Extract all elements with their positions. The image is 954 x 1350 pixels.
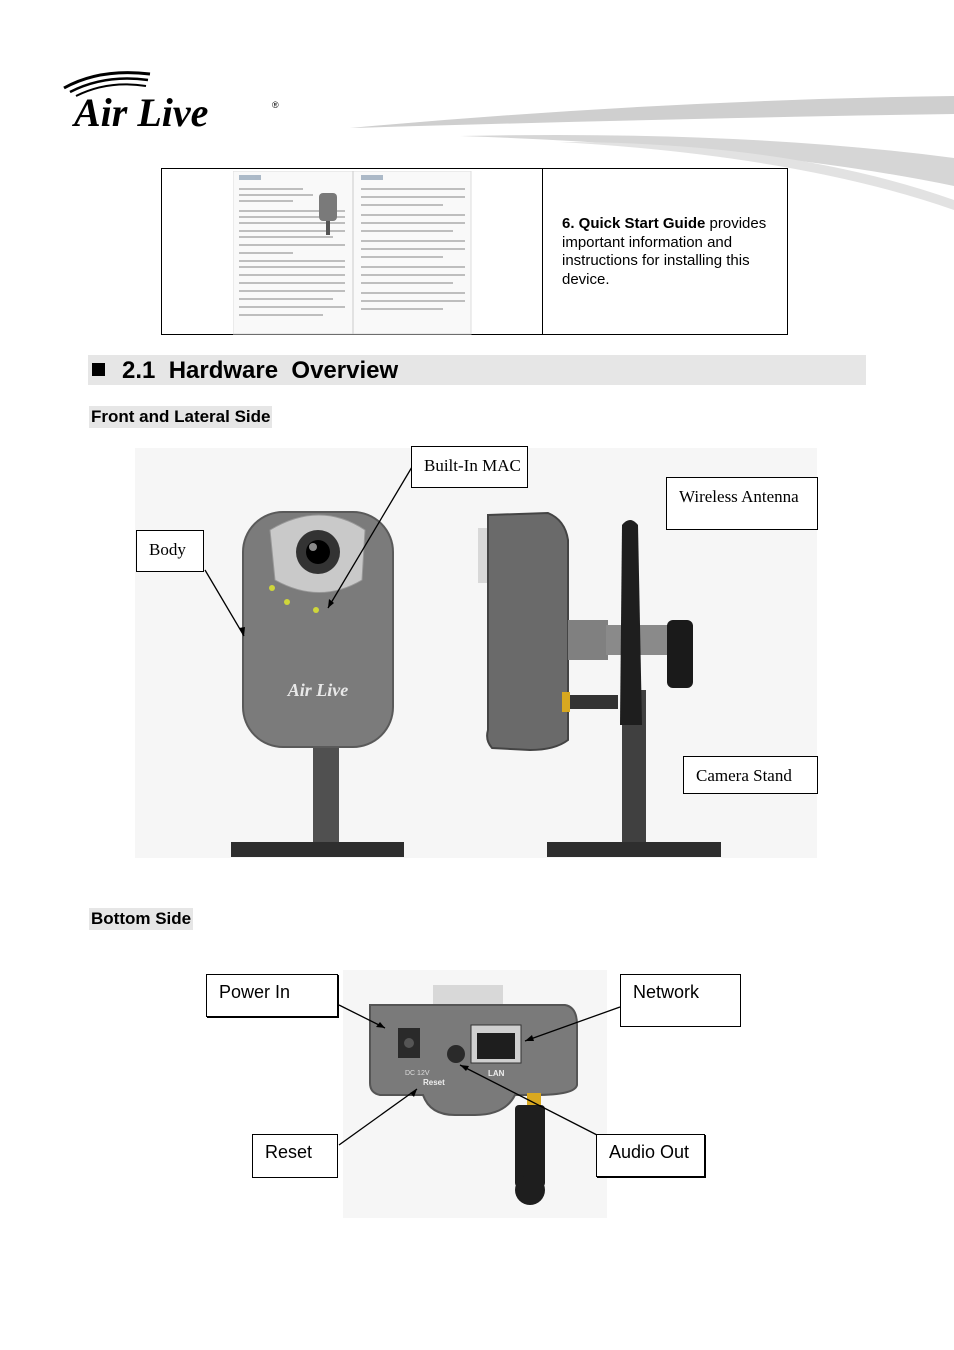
- power-in-leader: [338, 1004, 386, 1029]
- body-callout: Body: [136, 530, 204, 572]
- audio-out-callout: Audio Out: [596, 1134, 705, 1177]
- network-callout: Network: [620, 974, 741, 1027]
- bottom-side-illustration: DC 12V Reset LAN: [338, 970, 621, 1218]
- quick-start-guide-title: 6. Quick Start Guide: [562, 215, 706, 232]
- body-leader: [204, 569, 245, 637]
- airlive-logo: Air Live ®: [63, 71, 279, 135]
- square-bullet-icon: [92, 363, 105, 376]
- front-lateral-heading: Front and Lateral Side: [89, 406, 273, 428]
- svg-text:®: ®: [272, 100, 279, 110]
- reset-callout: Reset: [252, 1134, 338, 1178]
- reset-leader: [338, 1088, 418, 1146]
- header-swoosh: [350, 96, 954, 210]
- section-title: 2.1 Hardware Overview: [122, 357, 399, 384]
- audio-out-leader: [459, 1064, 598, 1136]
- svg-text:Air Live: Air Live: [71, 90, 208, 135]
- reset-port-label: Reset: [423, 1078, 445, 1087]
- table-divider: [542, 169, 543, 334]
- camera-brand-text: Air Live: [287, 680, 349, 700]
- camera-stand-callout: Camera Stand: [683, 756, 818, 794]
- built-in-mac-callout: Built-In MAC: [411, 446, 528, 488]
- camera-side-view: [478, 511, 721, 857]
- network-leader: [524, 1006, 621, 1042]
- dc-port-label: DC 12V: [405, 1070, 430, 1077]
- quick-start-guide-text: provides important information and instr…: [562, 215, 767, 288]
- power-in-callout: Power In: [206, 974, 338, 1017]
- section-heading-bar: [88, 355, 866, 385]
- wireless-antenna-callout: Wireless Antenna: [666, 477, 818, 530]
- built-in-mac-leader: [327, 466, 413, 609]
- quick-start-table: [161, 168, 788, 335]
- bottom-side-heading: Bottom Side: [89, 908, 194, 930]
- quick-start-guide-thumbnail: [233, 171, 472, 335]
- section-heading: 2.1 Hardware Overview: [92, 356, 398, 386]
- quick-start-guide-description: 6. Quick Start Guide provides important …: [562, 215, 784, 289]
- lan-port-label: LAN: [488, 1069, 505, 1078]
